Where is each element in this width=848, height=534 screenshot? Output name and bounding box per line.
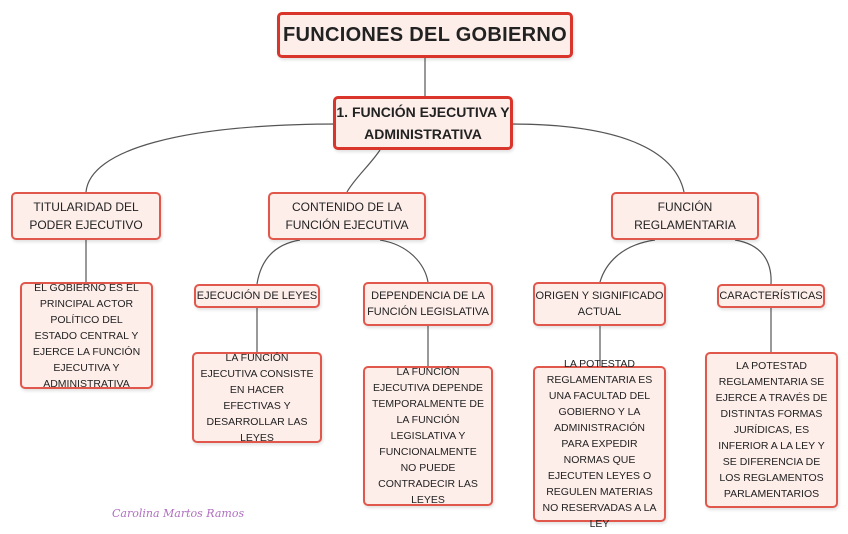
ejecucion-detail: LA FUNCIÓN EJECUTIVA CONSISTE EN HACER E… <box>200 351 314 444</box>
titularidad-detail: EL GOBIERNO ES EL PRINCIPAL ACTOR POLÍTI… <box>32 281 141 390</box>
dependencia-title: DEPENDENCIA DE LA FUNCIÓN LEGISLATIVA <box>367 290 489 318</box>
level1-node: 1. FUNCIÓN EJECUTIVA Y ADMINISTRATIVA <box>333 96 513 150</box>
titularidad-detail-node: EL GOBIERNO ES EL PRINCIPAL ACTOR POLÍTI… <box>20 281 153 390</box>
link-level1-reglamentaria <box>509 123 685 193</box>
dependencia-node: DEPENDENCIA DE LA FUNCIÓN LEGISLATIVA <box>363 282 493 326</box>
link-reglamentaria-origen <box>599 239 656 283</box>
origen-detail-node: LA POTESTAD REGLAMENTARIA ES UNA FACULTA… <box>533 358 666 530</box>
root-title: FUNCIONES DEL GOBIERNO <box>282 23 568 46</box>
caracteristicas-title: CARACTERÍSTICAS <box>719 290 823 302</box>
caracteristicas-node: CARACTERÍSTICAS <box>717 284 825 308</box>
contenido-node: CONTENIDO DE LA FUNCIÓN EJECUTIVA <box>268 192 426 240</box>
dependencia-detail-node: LA FUNCIÓN EJECUTIVA DEPENDE TEMPORALMEN… <box>363 366 493 506</box>
author-credit: Carolina Martos Ramos <box>112 507 245 520</box>
titularidad-node: TITULARIDAD DEL PODER EJECUTIVO <box>11 192 161 240</box>
caracteristicas-detail-node: LA POTESTAD REGLAMENTARIA SE EJERCE A TR… <box>705 352 838 508</box>
link-contenido-dependencia <box>379 239 429 283</box>
caracteristicas-detail: LA POTESTAD REGLAMENTARIA SE EJERCE A TR… <box>715 360 828 500</box>
level1-title: 1. FUNCIÓN EJECUTIVA Y ADMINISTRATIVA <box>336 104 510 142</box>
origen-detail: LA POTESTAD REGLAMENTARIA ES UNA FACULTA… <box>542 358 657 530</box>
root-node: FUNCIONES DEL GOBIERNO <box>277 12 573 58</box>
reglamentaria-node: FUNCIÓN REGLAMENTARIA <box>611 192 759 240</box>
origen-node: ORIGEN Y SIGNIFICADO ACTUAL <box>533 282 666 326</box>
titularidad-title: TITULARIDAD DEL PODER EJECUTIVO <box>29 200 143 232</box>
link-contenido-ejecucion <box>256 239 301 285</box>
ejecucion-detail-node: LA FUNCIÓN EJECUTIVA CONSISTE EN HACER E… <box>192 351 322 444</box>
origen-title: ORIGEN Y SIGNIFICADO ACTUAL <box>535 290 664 318</box>
link-level1-titularidad <box>85 123 341 193</box>
contenido-title: CONTENIDO DE LA FUNCIÓN EJECUTIVA <box>285 200 409 232</box>
link-level1-contenido <box>346 149 381 193</box>
dependencia-detail: LA FUNCIÓN EJECUTIVA DEPENDE TEMPORALMEN… <box>371 366 484 506</box>
ejecucion-title: EJECUCIÓN DE LEYES <box>196 290 318 302</box>
ejecucion-node: EJECUCIÓN DE LEYES <box>194 284 320 308</box>
reglamentaria-title: FUNCIÓN REGLAMENTARIA <box>634 200 736 232</box>
link-reglamentaria-caracteristicas <box>734 239 772 285</box>
